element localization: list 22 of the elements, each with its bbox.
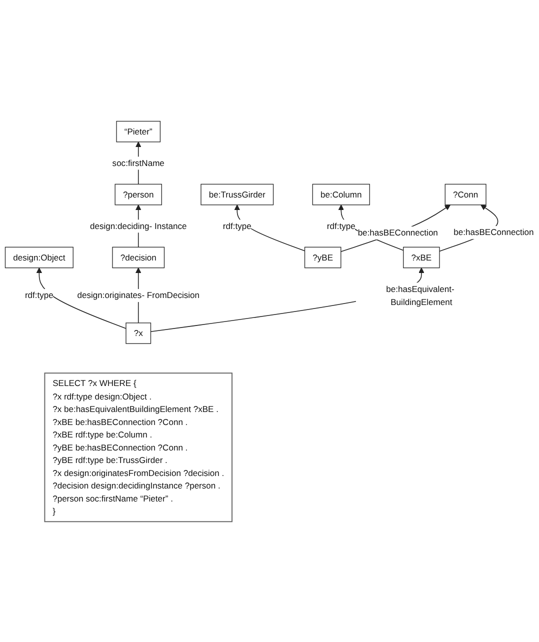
node-box: SELECT ?x WHERE { ?x rdf:type design:Object . ?x be:hasEquivalentBuildingElement ?xBE . ?xBE be:hasBEConnection ?Conn . ?xBE rdf:type be:Column . ?yBE be:hasBEConnection ?Conn . ?yBE rdf:type be:TrussGirder . ?x design:originatesFromDecision ?decision . ?decision design:decidingInstance ?person . ?person soc:firstName “Pieter” . } xyxy=(44,372,232,522)
arrow xyxy=(340,204,451,252)
edge-label: design:originates- FromDecision xyxy=(77,290,200,300)
node-box: ?yBE xyxy=(304,246,342,268)
edge-label: be:hasBEConnection xyxy=(358,227,438,238)
arrow xyxy=(36,267,126,328)
node-box: be:TrussGirder xyxy=(200,183,274,205)
node-box: ?x xyxy=(126,322,152,344)
edge-label: soc:firstName xyxy=(112,158,164,168)
node-box: design:Object xyxy=(4,246,74,268)
edge-label: design:deciding- Instance xyxy=(90,220,187,230)
edge-label: be:hasBEConnection xyxy=(454,226,534,237)
node-box: be:Column xyxy=(312,183,370,205)
edge-label: rdf:type xyxy=(222,220,252,230)
node-box: ?decision xyxy=(112,246,165,268)
edge-label: be:hasEquivalent- BuildingElement xyxy=(386,283,454,306)
node-box: ?person xyxy=(114,183,162,205)
edge-label: rdf:type xyxy=(24,290,54,300)
edge-label: rdf:type xyxy=(326,220,356,230)
node-box: ?Conn xyxy=(444,183,486,205)
node-box: “Pieter” xyxy=(116,120,161,142)
node-box: ?xBE xyxy=(403,246,440,268)
